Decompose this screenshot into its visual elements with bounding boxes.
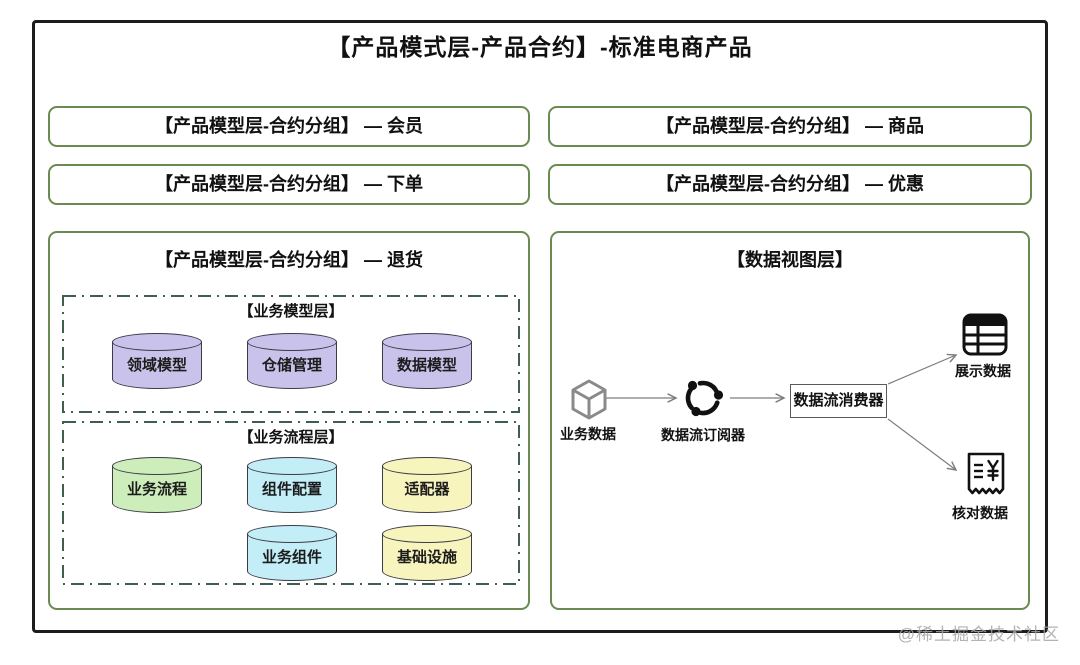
cylinder-label: 基础设施 <box>396 549 457 566</box>
layer-title: 【数据视图层】 <box>727 250 853 270</box>
group-box-label: 【产品模型层-合约分组】 — 下单 <box>155 174 423 194</box>
group-box-label: 【产品模型层-合约分组】 — 退货 <box>155 250 423 270</box>
cylinder-business-process: 业务流程 <box>112 457 202 513</box>
group-box-member: 【产品模型层-合约分组】 — 会员 <box>48 106 530 147</box>
business-process-layer: 【业务流程层】 业务流程 组件配置 适配器 业务组件 基础设施 <box>62 421 520 585</box>
cylinder-label: 数据模型 <box>396 357 457 374</box>
cylinder-label: 组件配置 <box>261 481 322 498</box>
cylinder-label: 业务组件 <box>261 549 322 566</box>
cylinder-business-component: 业务组件 <box>247 525 337 581</box>
cylinder-data-model: 数据模型 <box>382 333 472 389</box>
outer-frame <box>32 20 1048 633</box>
consumer-node-label: 数据流消费器 <box>793 392 884 409</box>
display-node-label: 展示数据 <box>955 363 1011 379</box>
watermark: @稀土掘金技术社区 <box>897 625 1060 644</box>
group-box-goods: 【产品模型层-合约分组】 — 商品 <box>548 106 1032 147</box>
cylinder-adapter: 适配器 <box>382 457 472 513</box>
source-node-label: 业务数据 <box>560 426 616 442</box>
cylinder-infrastructure: 基础设施 <box>382 525 472 581</box>
cylinder-storage-mgmt: 仓储管理 <box>247 333 337 389</box>
cylinder-label: 业务流程 <box>126 481 187 498</box>
layer-title: 【业务流程层】 <box>238 429 344 446</box>
flow-arrows <box>604 233 1032 612</box>
business-model-layer: 【业务模型层】 领域模型 仓储管理 数据模型 <box>62 295 520 413</box>
group-box-refund: 【产品模型层-合约分组】 — 退货 【业务模型层】 领域模型 仓储管理 数据模型 <box>48 231 530 610</box>
dash-dot-border <box>62 295 520 413</box>
group-box-label: 【产品模型层-合约分组】 — 优惠 <box>656 174 924 194</box>
cylinder-component-config: 组件配置 <box>247 457 337 513</box>
page-title: 【产品模式层-产品合约】-标准电商产品 <box>327 34 753 60</box>
layer-title: 【业务模型层】 <box>238 303 344 320</box>
check-node-label: 核对数据 <box>952 505 1008 521</box>
sync-cycle-icon <box>685 380 724 417</box>
group-box-discount: 【产品模型层-合约分组】 — 优惠 <box>548 164 1032 205</box>
cylinder-domain-model: 领域模型 <box>112 333 202 389</box>
cylinder-label: 仓储管理 <box>261 357 322 374</box>
group-box-label: 【产品模型层-合约分组】 — 商品 <box>656 116 924 136</box>
cylinder-label: 适配器 <box>404 481 450 498</box>
consumer-node: 数据流消费器 <box>790 384 887 418</box>
cube-3d-icon <box>571 379 607 420</box>
cylinder-label: 领域模型 <box>126 357 187 374</box>
receipt-yen-icon <box>967 452 1005 495</box>
table-grid-icon <box>962 313 1008 356</box>
group-box-label: 【产品模型层-合约分组】 — 会员 <box>155 116 423 136</box>
data-view-layer-box: 【数据视图层】 业务数据 <box>550 231 1030 610</box>
group-box-order: 【产品模型层-合约分组】 — 下单 <box>48 164 530 205</box>
dash-dot-border <box>62 421 520 585</box>
subscriber-node-label: 数据流订阅器 <box>661 427 745 443</box>
